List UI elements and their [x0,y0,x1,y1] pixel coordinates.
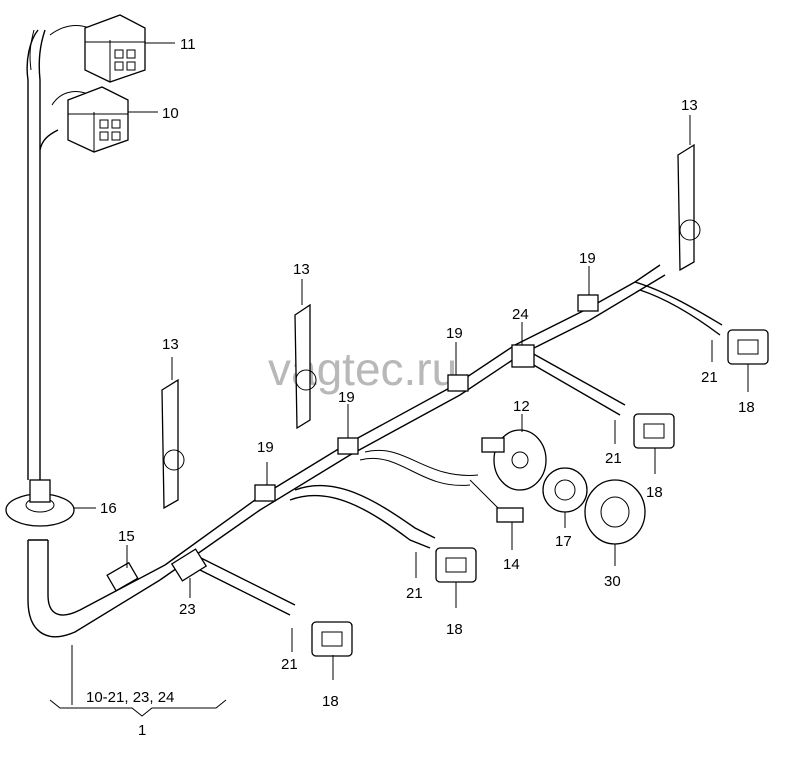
callout-18-right: 18 [738,399,755,416]
holder-19a [254,484,276,502]
socket-12 [481,429,547,491]
callout-17: 17 [555,533,572,550]
callout-19-second: 19 [338,389,355,406]
callout-21-middle: 21 [406,585,423,602]
bracket-13a [161,378,185,510]
callout-19-third: 19 [446,325,463,342]
holder-19c [447,374,469,392]
connector-18b [435,547,477,583]
plug-14 [496,507,524,523]
callout-18-center: 18 [646,484,663,501]
callout-30: 30 [604,573,621,590]
callout-16: 16 [100,500,117,517]
connector-11 [84,14,146,83]
callout-10: 10 [162,105,179,122]
leader-lines [49,42,749,717]
main-cable [26,25,166,638]
callout-19-first: 19 [257,439,274,456]
holder-19d [577,294,599,312]
callout-19-fourth: 19 [579,250,596,267]
junction-24 [511,344,535,368]
callout-15: 15 [118,528,135,545]
connector-10 [67,86,129,153]
callout-12: 12 [513,398,530,415]
connector-18a [311,621,353,657]
bracket-13c [677,143,701,272]
callout-13-right: 13 [681,97,698,114]
part-15 [106,561,139,592]
connector-18c [633,413,675,449]
assembly-number: 1 [138,722,146,739]
bracket-13b [294,303,317,430]
callout-18-bottom: 18 [322,693,339,710]
callout-21-right: 21 [701,369,718,386]
connector-18d [727,329,769,365]
callout-13-left: 13 [162,336,179,353]
callout-11: 11 [180,36,196,53]
callout-18-middle: 18 [446,621,463,638]
callout-21-bottom: 21 [281,656,298,673]
holder-19b [337,437,359,455]
assembly-range-label: 10-21, 23, 24 [86,689,174,706]
socket-17 [542,467,588,513]
grommet-16 [5,479,75,527]
callout-23: 23 [179,601,196,618]
callout-21-center: 21 [605,450,622,467]
cap-30 [584,479,646,545]
callout-13-middle: 13 [293,261,310,278]
clamp-23 [170,548,208,582]
callout-14: 14 [503,556,520,573]
callout-24: 24 [512,306,529,323]
